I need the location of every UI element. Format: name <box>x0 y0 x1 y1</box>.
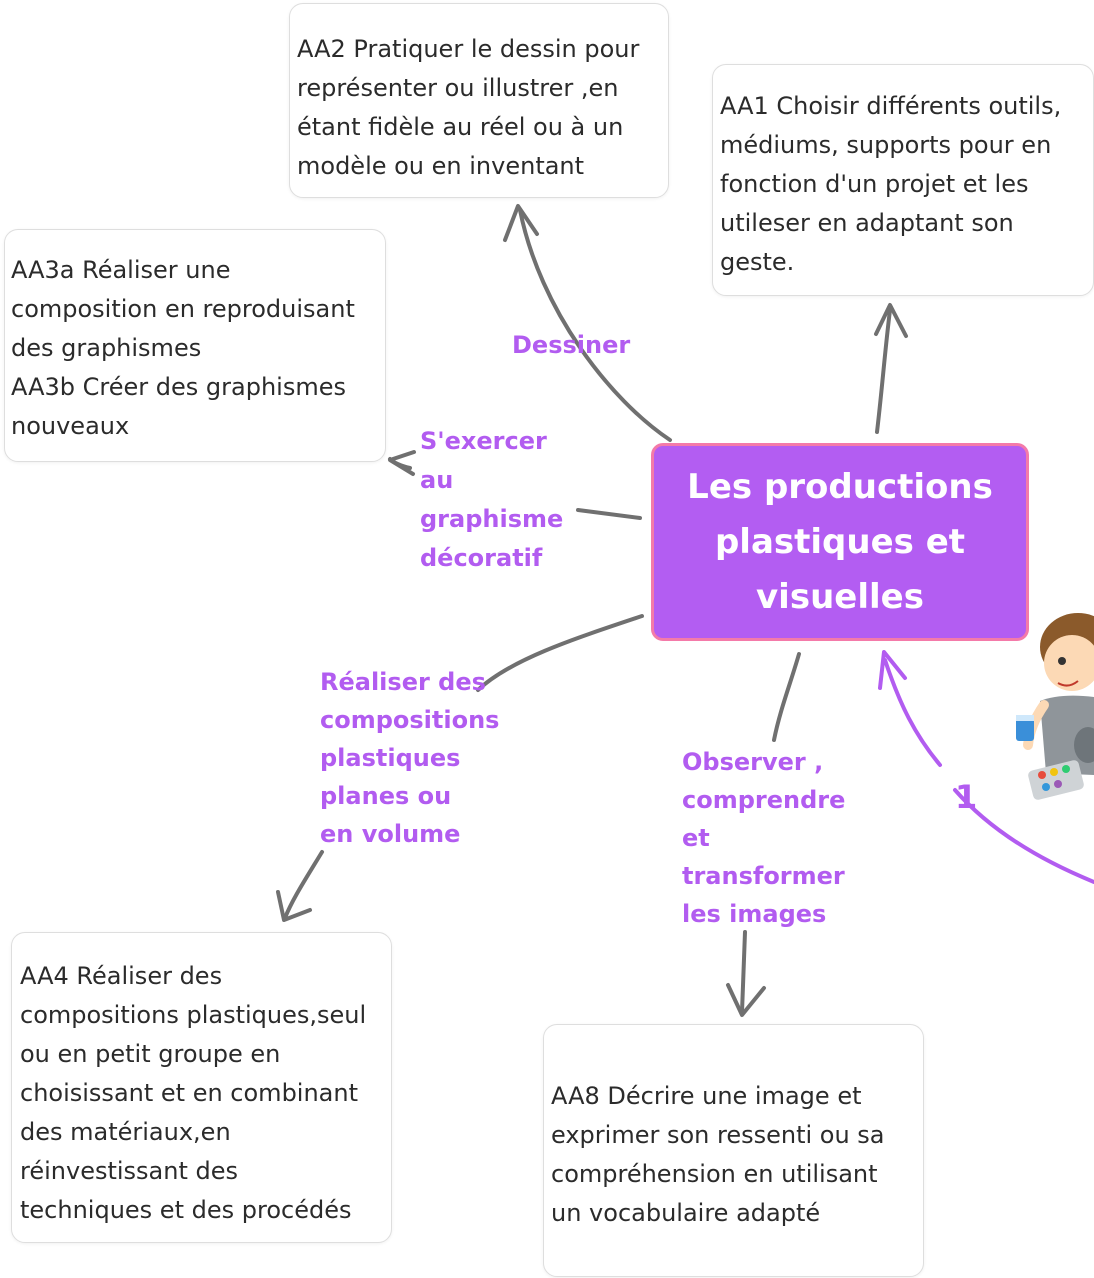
node-aa8-text: AA8 Décrire une image et exprimer son re… <box>551 1082 885 1227</box>
connector-dessiner <box>518 208 672 442</box>
arrowhead-aa1 <box>874 303 908 338</box>
node-aa3: AA3a Réaliser une composition en reprodu… <box>4 229 386 462</box>
node-aa8: AA8 Décrire une image et exprimer son re… <box>543 1024 924 1277</box>
connector-child-upper <box>883 658 942 767</box>
arrowhead-aa3 <box>388 450 416 476</box>
node-aa4-text: AA4 Réaliser des compositions plastiques… <box>20 962 367 1224</box>
label-compositions: Réaliser des compositions plastiques pla… <box>320 668 500 848</box>
arrowhead-aa4 <box>276 890 312 922</box>
node-aa2: AA2 Pratiquer le dessin pour représenter… <box>289 3 669 198</box>
connector-aa1 <box>875 308 892 434</box>
connector-images <box>772 652 801 742</box>
arrowhead-aa8 <box>726 983 766 1017</box>
node-aa1-text: AA1 Choisir différents outils, médiums, … <box>720 92 1062 276</box>
central-topic: Les productions plastiques et visuelles <box>651 443 1029 641</box>
label-graphisme: S'exercer au graphisme décoratif <box>420 427 564 572</box>
connector-child <box>953 788 1094 884</box>
node-aa4: AA4 Réaliser des compositions plastiques… <box>11 932 392 1243</box>
connector-images-arrow <box>740 930 747 1014</box>
node-aa2-text: AA2 Pratiquer le dessin pour représenter… <box>297 35 640 180</box>
label-images: Observer , comprendre et transformer les… <box>682 748 846 928</box>
arrowhead-aa2 <box>503 204 539 242</box>
connector-graphisme <box>576 508 642 520</box>
node-aa1: AA1 Choisir différents outils, médiums, … <box>712 64 1094 296</box>
connector-compositions <box>476 614 644 692</box>
node-aa3-text: AA3a Réaliser une composition en reprodu… <box>11 256 355 440</box>
arrowhead-center <box>878 650 907 690</box>
label-dessiner: Dessiner <box>512 331 631 359</box>
child-painting-icon <box>1016 613 1094 800</box>
badge-number: 1 <box>955 778 978 816</box>
connector-compositions-arrow <box>283 850 324 920</box>
